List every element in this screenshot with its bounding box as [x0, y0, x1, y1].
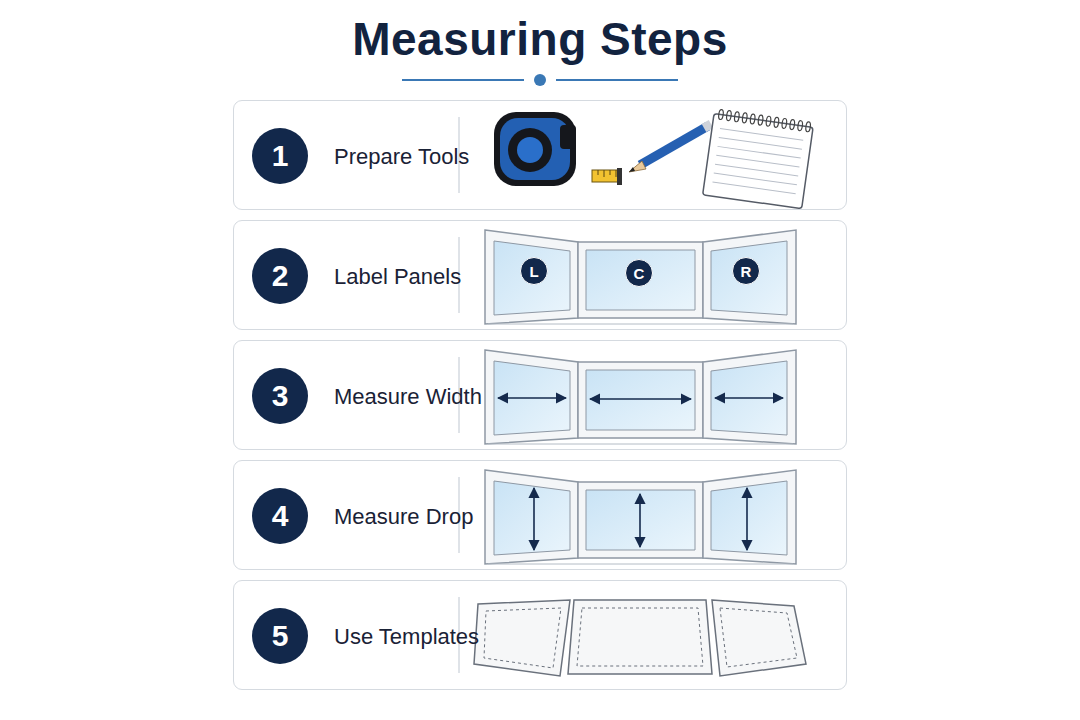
step-number-text: 1 — [272, 139, 289, 173]
title: Measuring Steps — [0, 12, 1080, 66]
step-number: 4 — [252, 488, 308, 544]
step-number: 5 — [252, 608, 308, 664]
step-card: Use Templates 5 — [233, 580, 847, 690]
bay-window — [485, 350, 796, 444]
pencil — [629, 124, 711, 172]
step-number-text: 5 — [272, 619, 289, 653]
step-card: Prepare Tools 1 — [233, 100, 847, 210]
templates — [474, 600, 806, 676]
step-label: Label Panels — [334, 264, 461, 289]
step-card: Measure Drop 4 — [233, 460, 847, 570]
step-number-text: 2 — [272, 259, 289, 293]
panel-letter: R — [741, 263, 752, 280]
panel-letter: C — [634, 265, 645, 282]
step-card: Label Panels 2 L C R — [233, 220, 847, 330]
step-card: Measure Width 3 — [233, 340, 847, 450]
step-label: Prepare Tools — [334, 144, 469, 169]
panel-letter: L — [529, 263, 538, 280]
step-label: Use Templates — [334, 624, 479, 649]
bay-window — [485, 230, 796, 324]
panel-label: C — [625, 259, 653, 287]
step-number-text: 3 — [272, 379, 289, 413]
step-number: 2 — [252, 248, 308, 304]
panel-label: R — [732, 257, 760, 285]
bay-window — [485, 470, 796, 564]
panel-label: L — [520, 257, 548, 285]
step-number: 3 — [252, 368, 308, 424]
step-label: Measure Width — [334, 384, 482, 409]
title-divider — [402, 74, 678, 86]
notepad — [703, 109, 814, 209]
step-number: 1 — [252, 128, 308, 184]
step-label: Measure Drop — [334, 504, 473, 529]
tape-measure — [494, 112, 622, 186]
step-number-text: 4 — [272, 499, 289, 533]
